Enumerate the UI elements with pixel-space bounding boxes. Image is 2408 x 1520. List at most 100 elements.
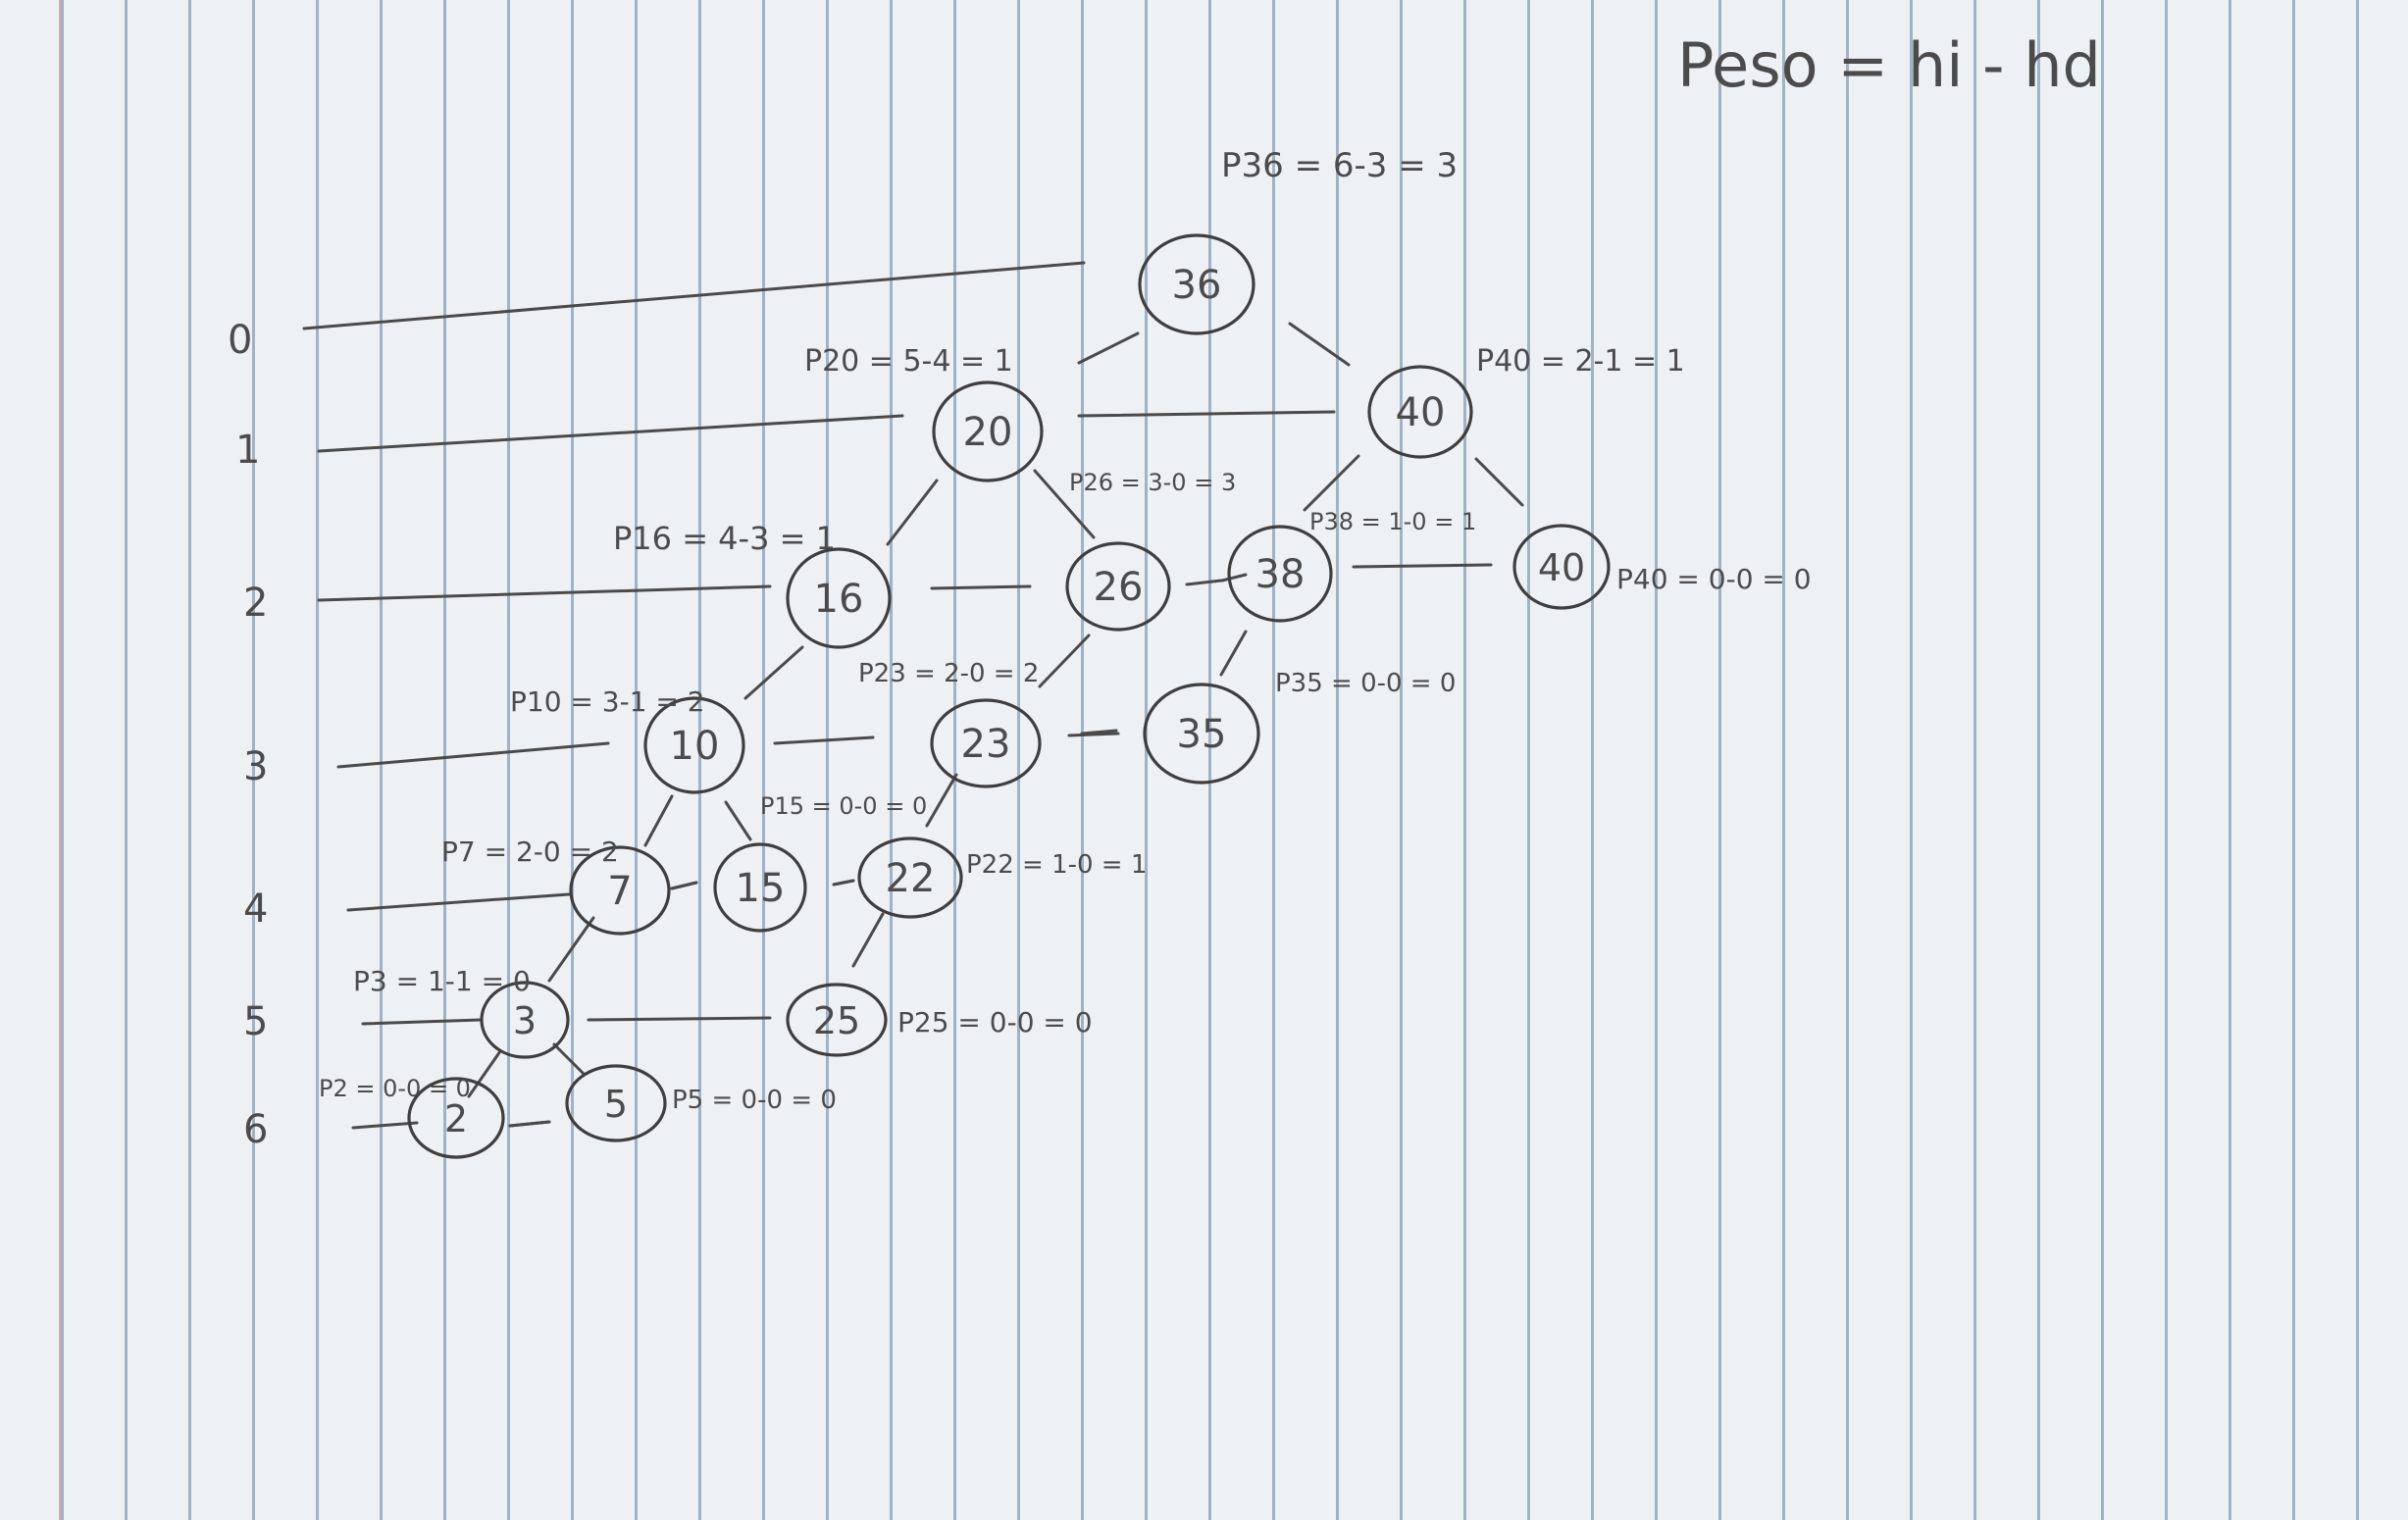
level-line — [317, 584, 772, 602]
node-circle — [1512, 524, 1611, 610]
node-label: 26 — [1094, 565, 1144, 610]
node-circle — [480, 981, 570, 1059]
tree-node: 20 — [932, 380, 1044, 482]
tree-node: 36 — [1138, 233, 1255, 335]
node-label: 40 — [1396, 390, 1446, 435]
level-label: 4 — [243, 887, 268, 932]
tree-node: 23 — [930, 698, 1042, 788]
weight-annotation: P5 = 0-0 = 0 — [672, 1086, 837, 1115]
node-label: 7 — [607, 869, 632, 914]
tree-node: 2 — [407, 1077, 505, 1159]
tree-edge — [547, 916, 595, 983]
level-line — [773, 735, 875, 745]
level-line — [1185, 579, 1223, 586]
level-label: 6 — [243, 1107, 268, 1152]
level-label: 2 — [243, 581, 268, 626]
weight-annotation: P20 = 5-4 = 1 — [804, 344, 1013, 379]
node-label: 3 — [513, 999, 537, 1042]
node-circle — [857, 836, 963, 919]
tree-edge — [508, 1120, 551, 1128]
weight-annotation: P40 = 2-1 = 1 — [1476, 344, 1685, 379]
tree-edge — [851, 912, 885, 968]
node-circle — [1227, 525, 1333, 623]
tree-node: 16 — [786, 547, 892, 649]
tree-node: 26 — [1065, 541, 1171, 632]
level-line — [351, 1121, 419, 1130]
node-label: 38 — [1255, 552, 1306, 597]
tree-edge — [724, 800, 752, 841]
tree-edge — [832, 879, 855, 887]
tree-edge — [1219, 630, 1248, 677]
node-label: 15 — [736, 866, 786, 911]
level-line — [930, 584, 1032, 590]
node-label: 23 — [961, 722, 1011, 767]
node-label: 25 — [813, 999, 860, 1042]
weight-annotation: P22 = 1-0 = 1 — [966, 850, 1147, 880]
node-label: 16 — [814, 577, 864, 622]
tree-edge — [1033, 469, 1096, 539]
weight-annotation: P26 = 3-0 = 3 — [1069, 469, 1236, 496]
node-circle — [786, 983, 888, 1057]
weight-annotation: P7 = 2-0 = 2 — [441, 836, 619, 868]
tree-edge — [1220, 573, 1248, 583]
node-label: 2 — [444, 1097, 468, 1140]
node-circle — [1367, 365, 1473, 459]
weight-annotation: P36 = 6-3 = 3 — [1221, 146, 1458, 185]
weight-annotation: P38 = 1-0 = 1 — [1309, 508, 1476, 535]
level-line — [361, 1018, 483, 1026]
level-line — [302, 261, 1086, 330]
level-label: 0 — [228, 318, 252, 363]
node-circle — [1143, 683, 1260, 785]
node-label: 10 — [670, 724, 720, 769]
level-line — [346, 892, 571, 912]
tree-edge — [670, 881, 698, 890]
weight-annotation: P3 = 1-1 = 0 — [353, 965, 531, 997]
tree-edge — [552, 1042, 586, 1076]
node-circle — [407, 1077, 505, 1159]
level-line — [1077, 410, 1336, 418]
level-label: 5 — [243, 999, 268, 1044]
tree-edge — [1288, 322, 1351, 367]
level-line — [317, 414, 904, 453]
node-circle — [932, 380, 1044, 482]
node-label: 36 — [1172, 263, 1222, 308]
node-circle — [643, 696, 745, 794]
tree-edge — [1038, 633, 1091, 688]
tree-node: 15 — [713, 842, 807, 933]
tree-node: 40 — [1367, 365, 1473, 459]
weight-annotation: P23 = 2-0 = 2 — [858, 659, 1039, 688]
weight-annotation: P35 = 0-0 = 0 — [1275, 669, 1456, 698]
level-label: 1 — [235, 428, 260, 473]
formula-text: Peso = hi - hd — [1677, 29, 2101, 101]
tree-node: 40 — [1512, 524, 1611, 610]
node-circle — [565, 1064, 667, 1142]
tree-node: 10 — [643, 696, 745, 794]
tree-node: 3 — [480, 981, 570, 1059]
tree-edge — [1077, 331, 1140, 365]
node-label: 40 — [1538, 546, 1585, 589]
tree-edge — [643, 794, 674, 847]
level-line — [587, 1016, 772, 1022]
tree-edge — [1080, 729, 1118, 735]
level-line — [336, 741, 610, 769]
node-circle — [786, 547, 892, 649]
tree-node: 22 — [857, 836, 963, 919]
tree-node: 7 — [569, 845, 671, 936]
tree-node: 38 — [1227, 525, 1333, 623]
node-circle — [713, 842, 807, 933]
tree-edge — [467, 1049, 502, 1098]
weight-annotation: P25 = 0-0 = 0 — [897, 1006, 1093, 1039]
tree-node: 35 — [1143, 683, 1260, 785]
level-label: 3 — [243, 744, 268, 789]
level-line — [1067, 732, 1120, 737]
node-circle — [1138, 233, 1255, 335]
tree-edge — [1474, 457, 1524, 507]
node-circle — [1065, 541, 1171, 632]
node-label: 20 — [963, 410, 1013, 455]
node-circle — [569, 845, 671, 936]
tree-edge — [886, 479, 939, 546]
tree-edge — [1303, 454, 1360, 512]
tree-node: 25 — [786, 983, 888, 1057]
